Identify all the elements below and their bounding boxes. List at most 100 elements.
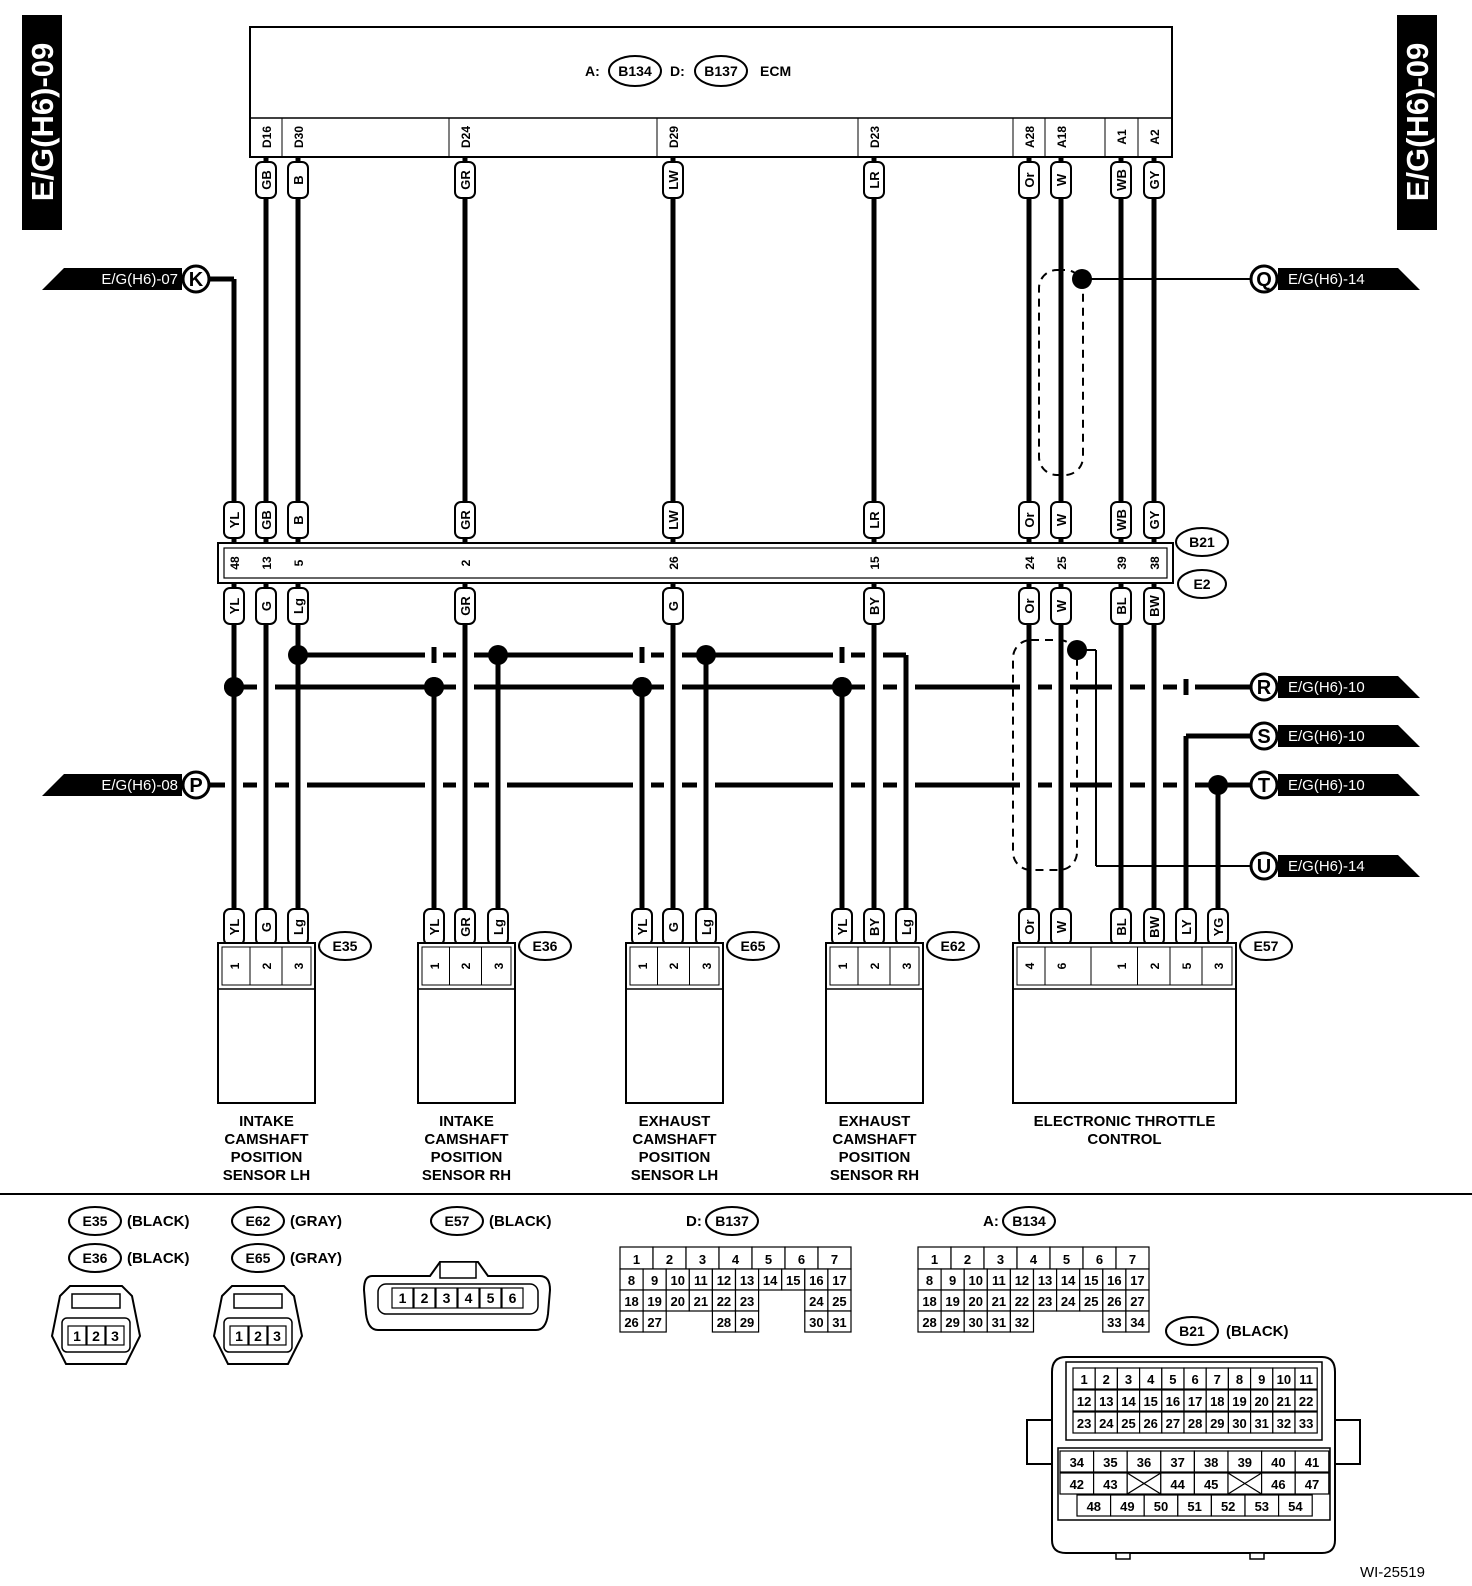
b21-wire-color-2: B <box>291 515 306 524</box>
legend-b137-r3-pin-22: 22 <box>717 1294 731 1309</box>
ecm-wire-color-1: GB <box>259 170 274 190</box>
offpage-left-arrow-0 <box>42 268 182 290</box>
comp-E62-pin-2: 2 <box>868 962 882 969</box>
comp-name-E57-0: ELECTRONIC THROTTLE <box>1034 1113 1216 1130</box>
legend-b134-r1-pin-2: 2 <box>964 1252 971 1267</box>
offpage-right-circle-4 <box>1249 851 1279 881</box>
page-tag-right-box <box>1397 15 1437 230</box>
legend-b137-r2-pin-12: 12 <box>717 1273 731 1288</box>
comp-name-E65-2: POSITION <box>639 1149 711 1166</box>
comp-E57-pin-1: 1 <box>1115 962 1129 969</box>
legend-e57-pin-6: 6 <box>509 1290 517 1306</box>
legend-b134-r1-pin-1: 1 <box>931 1252 938 1267</box>
legend-b21-r2-pin-22: 22 <box>1299 1394 1313 1409</box>
component-box-E36 <box>417 942 516 1104</box>
legend-e35-color: (BLACK) <box>127 1213 189 1230</box>
comp-oval-E36 <box>518 931 572 961</box>
legend-b21-r1-pin-8: 8 <box>1236 1372 1243 1387</box>
comp-name-E35-3: SENSOR LH <box>223 1167 311 1184</box>
b21-wire-color-5-box <box>863 501 885 539</box>
legend-e57-pin-3: 3 <box>443 1290 451 1306</box>
legend-b21-r4-cell <box>1294 1450 1330 1473</box>
legend-b137-r2-pin-16: 16 <box>809 1273 823 1288</box>
legend-e57-oval <box>430 1206 484 1236</box>
legend-b137-r2-pin-11: 11 <box>694 1273 708 1288</box>
comp-E35-color-0: YL <box>227 919 242 936</box>
b21-wire-color-4-box <box>662 501 684 539</box>
component-box-E65 <box>625 942 724 1104</box>
legend-b137-r1-pin-5: 5 <box>765 1252 772 1267</box>
legend-b21-r4-pin-41: 41 <box>1305 1455 1319 1470</box>
shield-dot-q <box>1072 269 1092 289</box>
e2-wire-color-2: Lg <box>291 598 306 614</box>
offpage-left-letter-1: P <box>189 775 202 797</box>
legend-b137-r3-pin-23: 23 <box>740 1294 754 1309</box>
legend-b137-r2-pin-13: 13 <box>740 1273 754 1288</box>
component-box-E35 <box>217 942 316 1104</box>
legend-b21-r4-pin-36: 36 <box>1137 1455 1151 1470</box>
offpage-left-circle-0 <box>181 264 211 294</box>
legend-e57-cell <box>435 1287 458 1309</box>
legend-b21-r1-pin-10: 10 <box>1277 1372 1291 1387</box>
comp-name-E62-0: EXHAUST <box>839 1113 911 1130</box>
legend-3pin-e62-pin-1: 1 <box>235 1328 243 1344</box>
e2-wire-color-0-box <box>223 587 245 625</box>
e2-wire-color-4-box <box>662 587 684 625</box>
legend-e35: E35 <box>83 1213 108 1229</box>
legend-b21-r3-pin-33: 33 <box>1299 1416 1313 1431</box>
legend-b137-r1-pin-7: 7 <box>831 1252 838 1267</box>
legend-e65-oval <box>231 1243 285 1273</box>
legend-b137-r4-cell <box>734 1310 760 1333</box>
legend-b134-r3-pin-22: 22 <box>1015 1294 1029 1309</box>
legend-b21-tab-left <box>1026 1419 1053 1465</box>
b21-wire-color-6-box <box>1018 501 1040 539</box>
legend-b21-r3-pin-28: 28 <box>1188 1416 1202 1431</box>
legend-b137-r4-pin-27: 27 <box>647 1315 661 1330</box>
ecm-wire-color-3-box <box>454 161 476 199</box>
legend-b134-r3-pin-20: 20 <box>969 1294 983 1309</box>
bus-lg-dot-3 <box>696 645 716 665</box>
legend-b21-r4-pin-34: 34 <box>1070 1455 1085 1470</box>
offpage-left-letter-0: K <box>189 269 204 291</box>
legend-b137-prefix: D: <box>686 1213 702 1230</box>
legend-b134-r1-pin-6: 6 <box>1096 1252 1103 1267</box>
e2-wire-color-3: GR <box>458 596 473 616</box>
ecm-d-conn: B137 <box>704 63 738 79</box>
legend-3pin-e62-cell <box>229 1325 249 1346</box>
e2-wire-color-6-box <box>1018 587 1040 625</box>
legend-b21-r2-pin-21: 21 <box>1277 1394 1291 1409</box>
legend-b21-r4-pin-35: 35 <box>1103 1455 1117 1470</box>
legend-b134-r1-pin-4: 4 <box>1030 1252 1038 1267</box>
legend-b21-lower-face <box>1057 1447 1331 1521</box>
component-pin-strip <box>1016 946 1233 986</box>
comp-E57-pin-2: 2 <box>1148 962 1162 969</box>
legend-b134-r2-pin-12: 12 <box>1015 1273 1029 1288</box>
legend-b21-r3-pin-27: 27 <box>1166 1416 1180 1431</box>
legend-b21-oval <box>1165 1316 1219 1346</box>
comp-E62-pin-1: 1 <box>836 962 850 969</box>
b21-pin-48: 48 <box>228 556 242 570</box>
ecm-d-label: D: <box>670 63 685 79</box>
legend-b134-prefix: A: <box>983 1213 999 1230</box>
shield-dot-u <box>1067 640 1087 660</box>
e2-wire-color-7: W <box>1054 599 1069 612</box>
legend-e57-pin-5: 5 <box>487 1290 495 1306</box>
e2-wire-color-9: BW <box>1147 594 1162 616</box>
page-tag-left: E/G(H6)-09 <box>25 43 60 201</box>
legend-b21-r1-pin-7: 7 <box>1214 1372 1221 1387</box>
legend-b21-r1-pin-6: 6 <box>1191 1372 1198 1387</box>
offpage-right-text-3: E/G(H6)-10 <box>1288 777 1365 794</box>
offpage-right-letter-0: Q <box>1256 269 1272 291</box>
legend-b134-r1-pin-7: 7 <box>1129 1252 1136 1267</box>
legend-e57-pin-2: 2 <box>421 1290 429 1306</box>
legend-b21-r5-cell <box>1294 1472 1330 1495</box>
b21-wire-color-3-box <box>454 501 476 539</box>
legend-e57-color: (BLACK) <box>489 1213 551 1230</box>
legend-b21-r3-pin-26: 26 <box>1143 1416 1157 1431</box>
legend-b134-r2-pin-14: 14 <box>1061 1273 1076 1288</box>
comp-name-E62-1: CAMSHAFT <box>832 1131 916 1148</box>
legend-b134-r1-pin-3: 3 <box>997 1252 1004 1267</box>
legend-b137-r1-pin-1: 1 <box>633 1252 640 1267</box>
legend-b21-r1-pin-4: 4 <box>1147 1372 1155 1387</box>
legend-b134-r4-cell <box>1009 1310 1035 1333</box>
